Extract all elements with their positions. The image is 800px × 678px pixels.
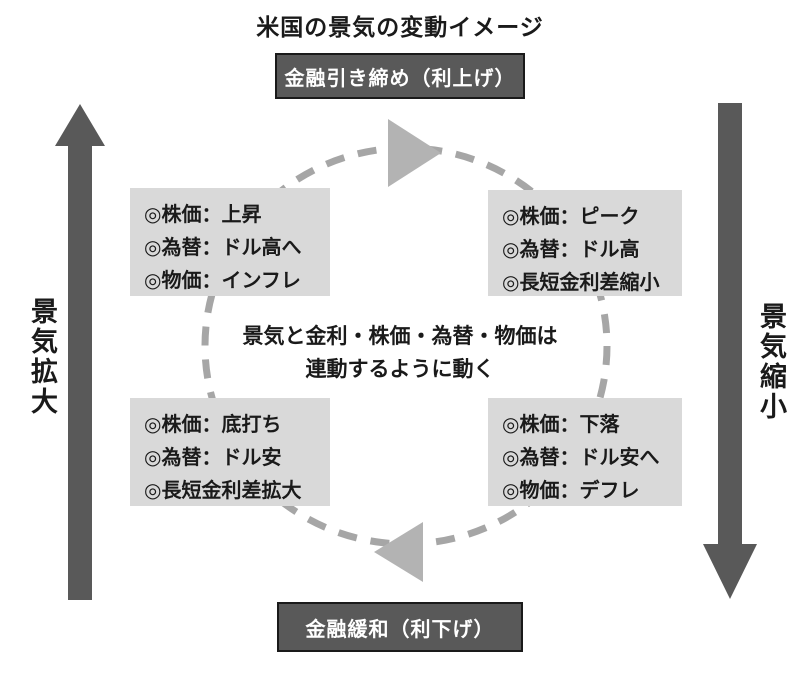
center-note: 景気と金利・株価・為替・物価は 連動するように動く (0, 320, 800, 386)
quadrant-box-top-right: ◎株価：ピーク ◎為替：ドル高 ◎長短金利差縮小 (488, 190, 682, 296)
monetary-easing-banner: 金融緩和（利下げ） (277, 602, 523, 652)
contraction-down-arrow-icon (703, 103, 757, 599)
quadrant-item: ◎株価：底打ち (144, 414, 282, 436)
quadrant-item: ◎株価：ピーク (502, 206, 640, 228)
expansion-label: 景気拡大 (27, 297, 57, 417)
cycle-top-triangle-right-icon (388, 119, 441, 187)
center-note-line1: 景気と金利・株価・為替・物価は (242, 325, 558, 348)
page-title: 米国の景気の変動イメージ (256, 14, 544, 40)
monetary-tightening-banner: 金融引き締め（利上げ） (275, 53, 525, 99)
quadrant-box-bottom-left: ◎株価：底打ち ◎為替：ドル安 ◎長短金利差拡大 (130, 398, 330, 506)
quadrant-item: ◎為替：ドル高へ (144, 237, 302, 259)
quadrant-item: ◎為替：ドル安へ (502, 447, 660, 469)
quadrant-box-top-left: ◎株価：上昇 ◎為替：ドル高へ ◎物価：インフレ (130, 188, 330, 296)
quadrant-item: ◎物価：デフレ (502, 480, 640, 502)
quadrant-box-bottom-right: ◎株価：下落 ◎為替：ドル安へ ◎物価：デフレ (488, 398, 682, 506)
contraction-label: 景気縮小 (756, 302, 786, 422)
quadrant-item: ◎長短金利差拡大 (144, 480, 302, 502)
quadrant-item: ◎為替：ドル高 (502, 239, 640, 261)
center-note-line2: 連動するように動く (305, 358, 495, 381)
cycle-bottom-triangle-left-icon (374, 522, 423, 582)
quadrant-item: ◎株価：上昇 (144, 204, 262, 226)
quadrant-item: ◎株価：下落 (502, 414, 620, 436)
expansion-up-arrow-icon (55, 104, 105, 600)
quadrant-item: ◎為替：ドル安 (144, 447, 282, 469)
quadrant-item: ◎物価：インフレ (144, 270, 301, 292)
quadrant-item: ◎長短金利差縮小 (502, 272, 660, 294)
